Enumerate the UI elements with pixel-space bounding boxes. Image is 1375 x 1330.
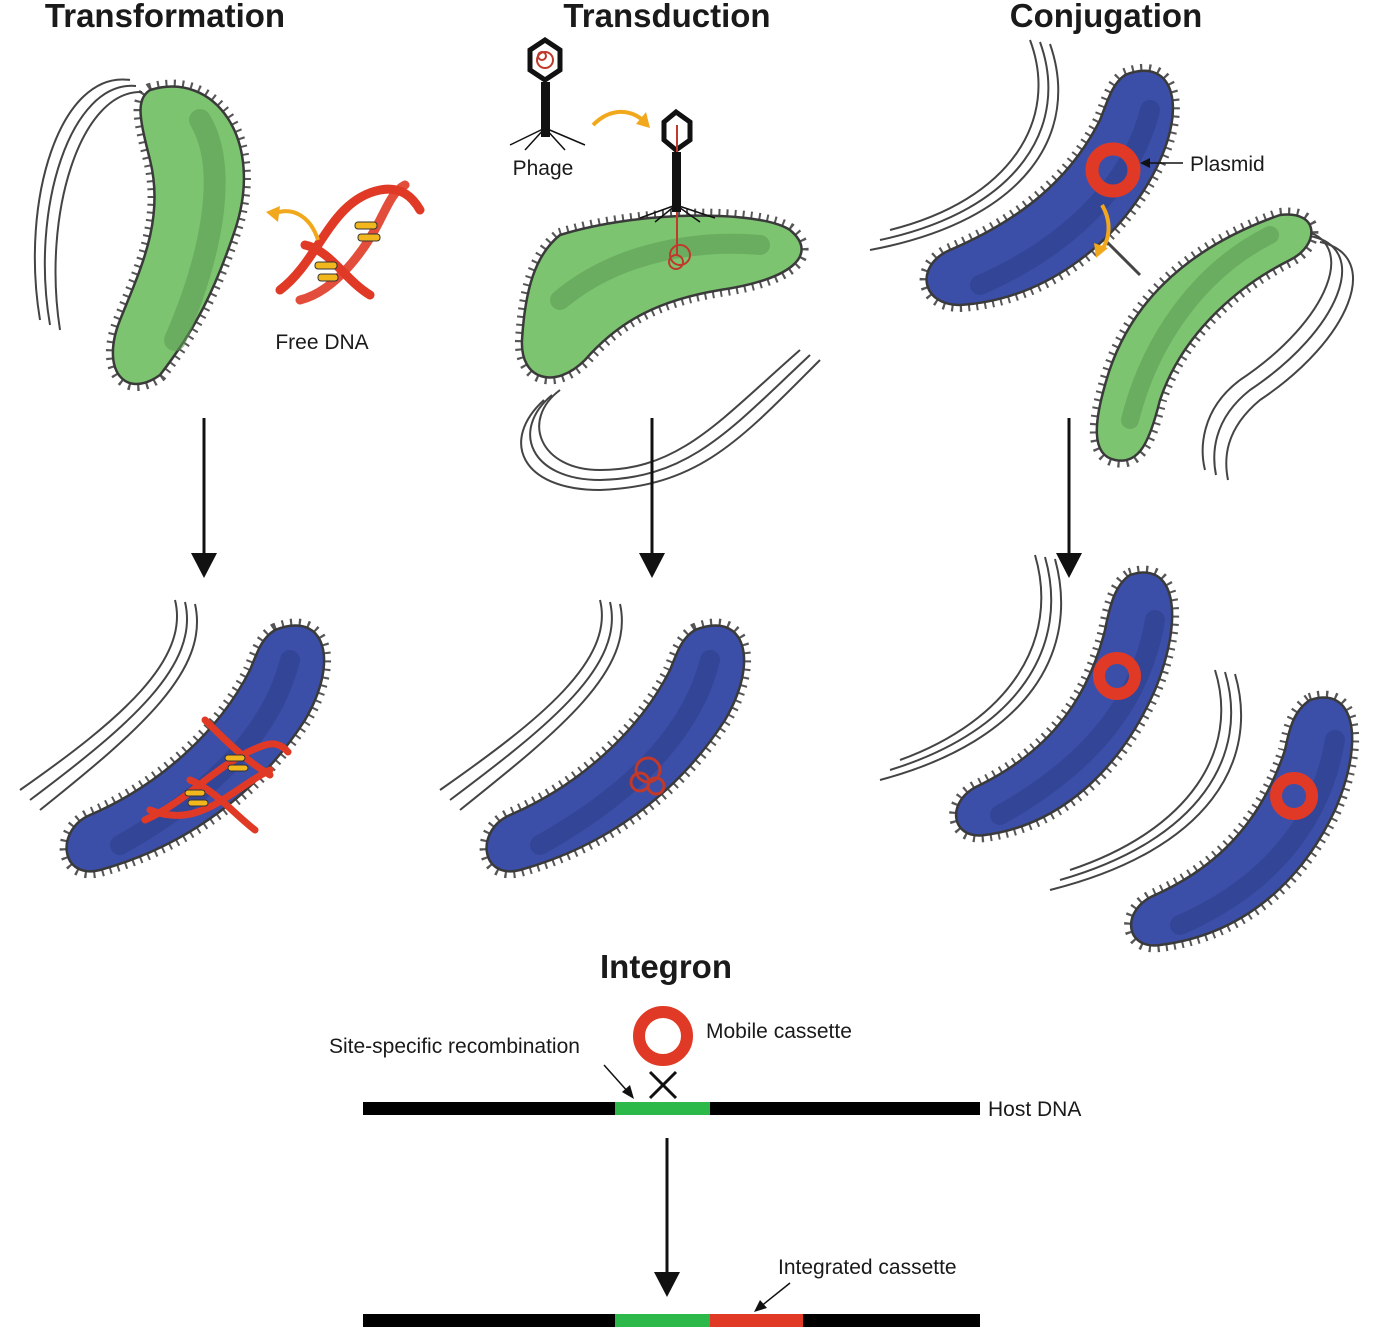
mobile-cassette-label: Mobile cassette: [706, 1020, 852, 1043]
phage-attach-arrow-head: [636, 112, 650, 128]
phage-free: [509, 36, 586, 151]
site-specific-recombination-label: Site-specific recombination: [329, 1035, 580, 1058]
plasmid-pointer-head: [1140, 158, 1150, 168]
transformed-cell: [19, 599, 332, 879]
transformation-recipient-cell: [33, 78, 251, 391]
free-dna-helix: [275, 180, 425, 305]
result-dna-left: [363, 1314, 615, 1327]
transduced-cell: [439, 599, 752, 879]
transformation-down-arrow-head: [191, 553, 217, 578]
plasmid-label: Plasmid: [1190, 153, 1265, 176]
conjugation-pilus: [1103, 238, 1142, 277]
host-dna-right: [710, 1102, 980, 1115]
donor-cell: [869, 39, 1180, 313]
transformation-title: Transformation: [45, 0, 285, 34]
plasmid-transfer-arrow-head: [1094, 243, 1108, 258]
phage-attached: [639, 108, 716, 270]
recombination-site: [615, 1102, 710, 1115]
recombination-pointer-head: [622, 1085, 634, 1099]
integrated-cassette: [710, 1314, 803, 1327]
mobile-cassette-ring: [633, 1006, 693, 1066]
plasmid-ring: [1085, 142, 1141, 198]
phage-label: Phage: [513, 157, 574, 180]
transduction-title: Transduction: [563, 0, 770, 34]
recombination-cross-b: [648, 1070, 678, 1100]
recombination-pointer: [603, 1064, 630, 1094]
host-dna-label: Host DNA: [988, 1098, 1081, 1121]
conjugation-title: Conjugation: [1010, 0, 1202, 34]
transduction-down-arrow-head: [639, 553, 665, 578]
result-recombination-site: [615, 1314, 710, 1327]
conjugated-cell-lower: [1049, 669, 1360, 953]
integron-title: Integron: [600, 948, 732, 985]
integrated-pointer: [759, 1282, 791, 1308]
integrated-pointer-head: [754, 1300, 767, 1312]
conjugated-cell-upper: [879, 554, 1180, 843]
transduction-recipient-cell: [514, 208, 821, 492]
conjugation-recipient-cell: [1089, 207, 1354, 481]
uptake-arrow-head: [266, 206, 280, 222]
conjugation-down-arrow-head: [1056, 553, 1082, 578]
result-dna-right: [803, 1314, 980, 1327]
uptake-arrow: [271, 209, 320, 241]
host-dna-left: [363, 1102, 615, 1115]
free-dna-label: Free DNA: [275, 331, 368, 354]
integrated-cassette-label: Integrated cassette: [778, 1256, 957, 1279]
integron-down-arrow-head: [654, 1272, 680, 1297]
